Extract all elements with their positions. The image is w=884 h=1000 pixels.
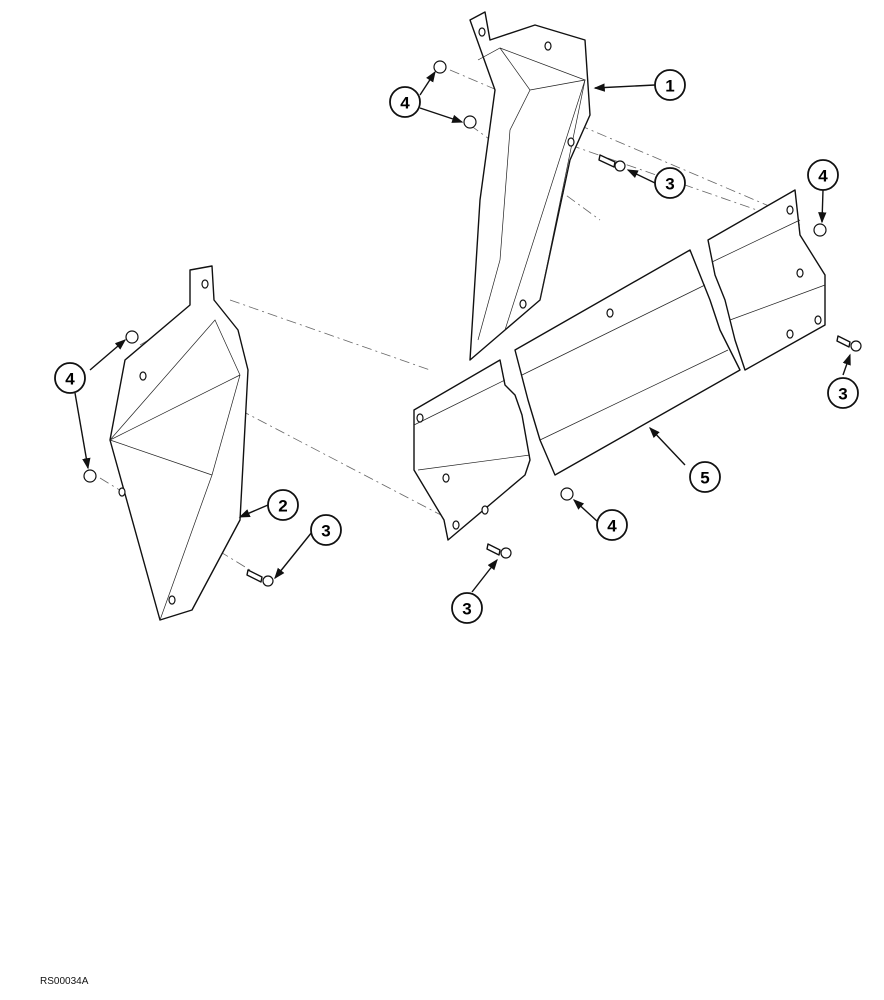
bolt-icons — [246, 154, 862, 587]
nut-icon — [813, 223, 827, 237]
callout-4b: 4 — [807, 159, 839, 191]
svg-text:1: 1 — [665, 77, 674, 96]
callout-3c: 3 — [310, 514, 342, 546]
svg-text:3: 3 — [838, 385, 847, 404]
svg-text:4: 4 — [818, 167, 828, 186]
svg-text:2: 2 — [278, 497, 287, 516]
callout-3b: 3 — [827, 377, 859, 409]
callout-3d: 3 — [451, 592, 483, 624]
callout-2: 2 — [267, 489, 299, 521]
part-1-shield — [469, 11, 591, 361]
callout-4a: 4 — [389, 86, 421, 118]
nut-icon — [125, 330, 139, 344]
svg-text:4: 4 — [400, 94, 410, 113]
part-2-shield — [109, 265, 249, 621]
svg-text:4: 4 — [607, 517, 617, 536]
callout-4c: 4 — [54, 362, 86, 394]
callout-4d: 4 — [596, 509, 628, 541]
figure-id: RS00034A — [40, 976, 89, 987]
svg-text:3: 3 — [321, 522, 330, 541]
callout-3a: 3 — [654, 167, 686, 199]
callout-5: 5 — [689, 461, 721, 493]
nut-icon — [463, 115, 477, 129]
nut-icon — [83, 469, 97, 483]
callout-1: 1 — [654, 69, 686, 101]
nut-icons — [83, 60, 827, 501]
svg-text:3: 3 — [665, 175, 674, 194]
nut-icon — [560, 487, 574, 501]
part-5-shield — [413, 189, 826, 541]
svg-text:4: 4 — [65, 370, 75, 389]
leader-lines — [74, 70, 851, 593]
svg-text:5: 5 — [700, 469, 709, 488]
svg-text:3: 3 — [462, 600, 471, 619]
nut-icon — [433, 60, 447, 74]
